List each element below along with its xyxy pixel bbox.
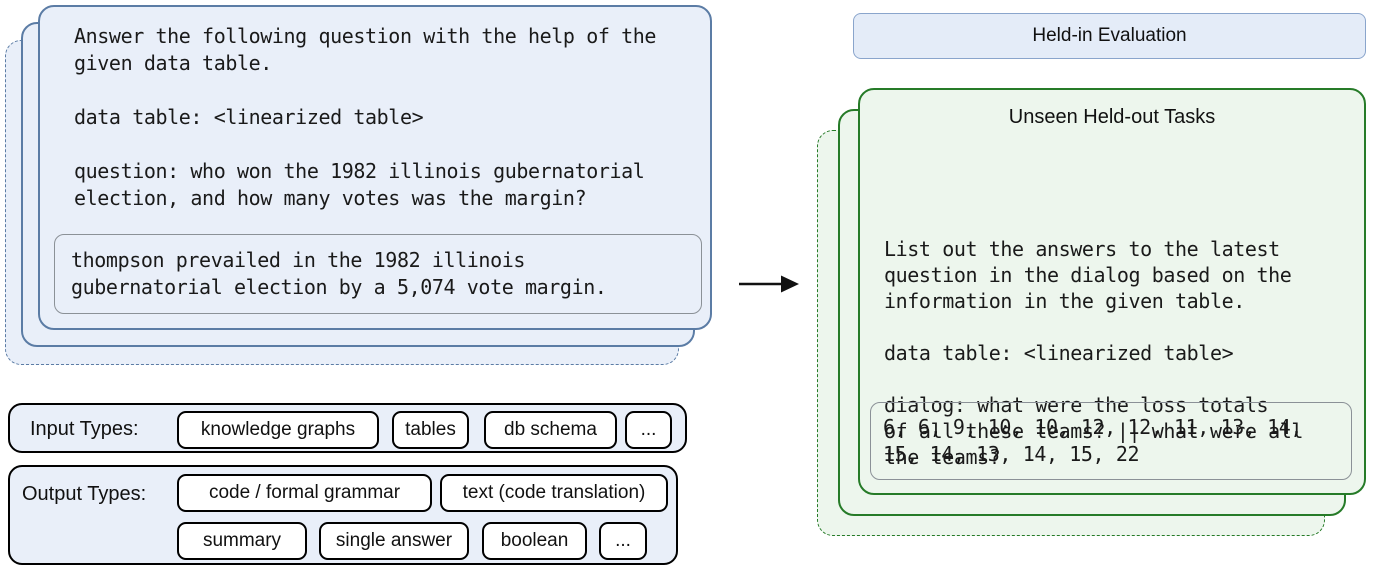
input-type-pill: db schema [484,411,617,449]
held-in-example-card: Answer the following question with the h… [38,5,712,330]
output-type-pill: summary [177,522,307,560]
output-types-label: Output Types: [22,483,147,505]
held-in-answer-text: thompson prevailed in the 1982 illinois … [71,248,607,299]
held-in-prompt-text: Answer the following question with the h… [74,24,657,210]
input-type-pill: ... [625,411,672,449]
held-in-answer-box: thompson prevailed in the 1982 illinois … [54,234,702,314]
held-out-answer-box: 6, 6, 9, 10, 10, 12, 12, 11, 13, 14, 15,… [870,402,1352,480]
held-in-evaluation-header: Held-in Evaluation [853,13,1366,59]
output-type-pill: text (code translation) [440,474,668,512]
output-types-box: Output Types: code / formal grammar text… [8,465,678,565]
output-type-pill: code / formal grammar [177,474,432,512]
output-type-pill: single answer [319,522,469,560]
input-type-pill: tables [392,411,469,449]
held-out-answer-text: 6, 6, 9, 10, 10, 12, 12, 11, 13, 14, 15,… [883,415,1303,466]
input-types-box: Input Types: knowledge graphs tables db … [8,403,687,453]
held-out-task-card: Unseen Held-out Tasks List out the answe… [858,88,1366,495]
arrow-right-icon [739,275,799,293]
held-out-card-title: Unseen Held-out Tasks [1008,106,1216,128]
held-out-prompt-text: List out the answers to the latest quest… [884,237,1304,469]
output-type-pill: ... [599,522,647,560]
input-types-label: Input Types: [30,418,139,440]
held-in-evaluation-label: Held-in Evaluation [1032,25,1187,46]
output-type-pill: boolean [482,522,587,560]
input-type-pill: knowledge graphs [177,411,379,449]
